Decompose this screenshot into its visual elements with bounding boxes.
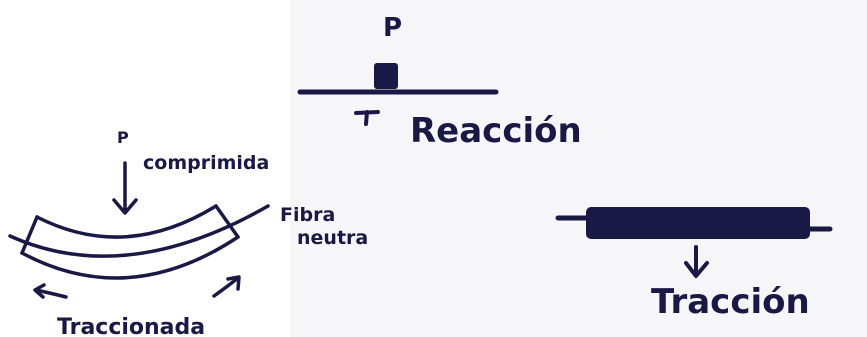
compressed-label: comprimida: [143, 152, 269, 174]
beam-left-end: [20, 215, 39, 255]
paper-background: [0, 0, 290, 90]
tension-bar: [586, 207, 810, 239]
reaction-panel: P Reacción: [297, 13, 582, 151]
bending-load-label: P: [117, 128, 129, 147]
beam-bottom-edge: [20, 235, 240, 280]
tension-arrow-head: [684, 261, 709, 278]
scan-background: [290, 0, 867, 337]
left-tension-arrow-shaft: [34, 288, 68, 299]
beam-top-edge: [35, 204, 218, 239]
reaction-load-label: P: [383, 13, 402, 43]
tension-result-label: Tracción: [651, 282, 810, 322]
right-tension-arrow-head: [226, 275, 241, 291]
neutral-axis-line: [8, 204, 270, 258]
tension-side-label: Traccionada: [57, 315, 205, 337]
neutral-fiber-label-line2: neutra: [297, 227, 368, 249]
left-tension-arrow-head: [33, 283, 46, 299]
beam-right-end: [214, 204, 240, 239]
neutral-fiber-label-line1: Fibra: [280, 204, 335, 226]
reaction-result-label: Reacción: [410, 111, 582, 151]
reaction-arrow-stub: [354, 110, 380, 126]
right-tension-arrow-shaft: [212, 276, 240, 298]
tension-panel: Tracción: [555, 207, 833, 322]
bending-panel: P comprimida Fibra neutra Traccionada: [8, 128, 368, 337]
load-block: [374, 63, 398, 89]
load-arrow-head: [112, 198, 138, 215]
